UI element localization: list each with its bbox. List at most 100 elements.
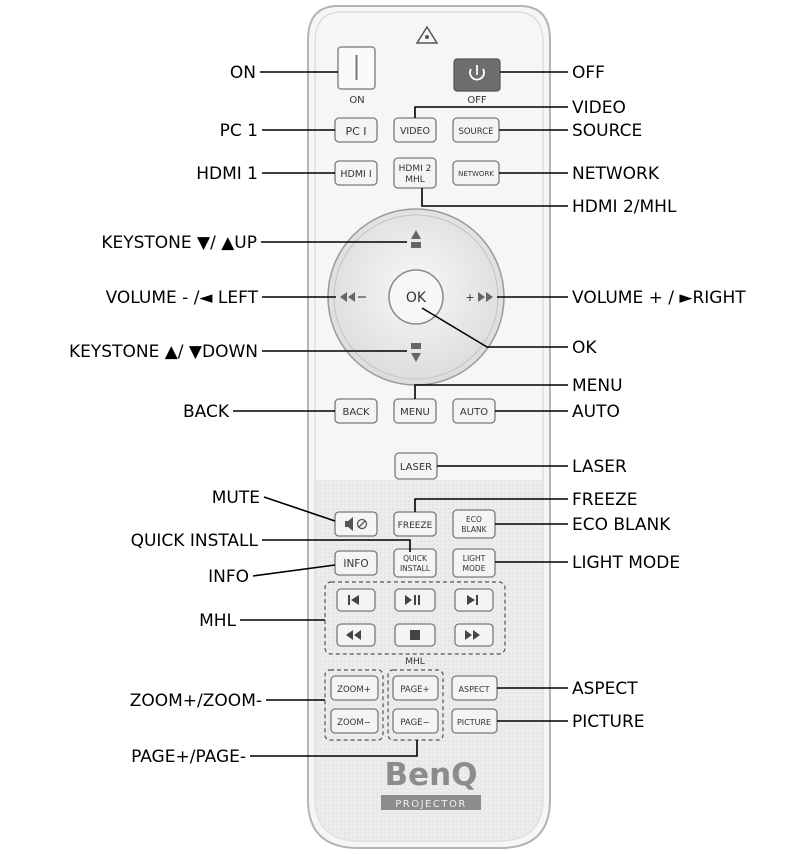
callout-aspect: ASPECT [572,679,638,699]
callout-keystone-up: KEYSTONE ▼/ ▲UP [101,233,257,253]
svg-text:ASPECT: ASPECT [459,685,490,694]
skip-previous-button[interactable] [336,588,376,612]
svg-text:BACK: BACK [342,407,370,418]
callout-pc1: PC 1 [220,121,258,141]
source-button[interactable]: SOURCE [452,117,500,143]
mhl-group: MHL [324,581,506,667]
off-button[interactable] [453,58,501,92]
quick-install-button[interactable]: QUICK INSTALL [393,548,437,578]
back-button[interactable]: BACK [334,398,378,424]
freeze-button[interactable]: FREEZE [393,511,437,537]
brand-sub-label: PROJECTOR [395,799,467,810]
stop-icon [410,630,420,640]
laser-button[interactable]: LASER [394,452,438,480]
callout-menu: MENU [572,376,623,396]
callout-on: ON [230,63,256,83]
callout-mhl: MHL [199,611,236,631]
video-button[interactable]: VIDEO [393,117,437,143]
volume-up-right-button[interactable]: + [465,291,493,304]
menu-button[interactable]: MENU [393,398,437,424]
network-button[interactable]: NETWORK [452,160,500,186]
svg-text:HDMI 2: HDMI 2 [399,164,432,174]
callout-volume-left: VOLUME - /◄ LEFT [106,288,259,308]
brand-logo: BenQ [384,757,477,793]
svg-text:MODE: MODE [463,564,486,573]
callout-laser: LASER [572,457,627,477]
pc1-button[interactable]: PC I [334,117,378,143]
page-plus-button[interactable]: PAGE+ [392,675,439,701]
play-pause-button[interactable] [394,588,436,612]
stop-button[interactable] [394,623,436,647]
rewind-icon [346,630,361,640]
power-icon [469,65,485,81]
callout-off: OFF [572,63,605,83]
rewind-button[interactable] [336,623,376,647]
svg-text:FREEZE: FREEZE [398,521,433,531]
callout-light-mode: LIGHT MODE [572,553,680,573]
svg-text:ZOOM−: ZOOM− [337,718,371,728]
svg-text:PC I: PC I [345,125,366,138]
svg-text:QUICK: QUICK [403,554,428,563]
svg-text:LIGHT: LIGHT [463,554,486,563]
keystone-down-button[interactable] [411,343,421,362]
skip-previous-icon [348,595,359,605]
svg-text:+: + [465,291,474,304]
zoom-plus-button[interactable]: ZOOM+ [330,675,379,701]
svg-text:INSTALL: INSTALL [400,564,431,573]
auto-button[interactable]: AUTO [452,398,496,424]
svg-text:PICTURE: PICTURE [457,718,491,727]
picture-button[interactable]: PICTURE [451,708,498,734]
callout-mute: MUTE [212,488,260,508]
svg-text:HDMI I: HDMI I [340,169,371,180]
callout-hdmi2: HDMI 2/MHL [572,197,677,217]
callout-eco-blank: ECO BLANK [572,515,671,535]
svg-text:PAGE−: PAGE− [400,718,429,728]
fast-forward-icon [465,630,480,640]
callout-auto: AUTO [572,402,620,422]
hdmi1-button[interactable]: HDMI I [334,160,378,186]
callout-quick-install: QUICK INSTALL [131,531,259,551]
callout-info: INFO [208,567,249,587]
svg-text:BLANK: BLANK [461,525,487,534]
ok-button[interactable]: OK [388,269,444,325]
callout-ok: OK [572,338,597,358]
info-button[interactable]: INFO [334,550,378,576]
callout-source: SOURCE [572,121,642,141]
callout-network: NETWORK [572,164,660,184]
on-sub-label: ON [349,95,364,106]
svg-text:MENU: MENU [400,407,430,418]
eco-blank-button[interactable]: ECO BLANK [452,509,496,539]
svg-text:MHL: MHL [405,175,425,185]
page-group [387,669,444,741]
laser-warning-icon [415,25,439,44]
leader-lines [233,71,568,757]
play-pause-icon [405,595,420,605]
callout-freeze: FREEZE [572,490,637,510]
callout-zoom: ZOOM+/ZOOM- [130,691,262,711]
zoom-minus-button[interactable]: ZOOM− [330,708,379,734]
mhl-group-label: MHL [405,657,425,667]
on-button[interactable] [337,46,376,90]
mute-button[interactable] [334,511,378,537]
callout-keystone-down: KEYSTONE ▲/ ▼DOWN [69,342,258,362]
callout-volume-right: VOLUME + / ►RIGHT [572,288,746,308]
aspect-button[interactable]: ASPECT [451,675,498,701]
svg-text:PAGE+: PAGE+ [400,685,429,695]
hdmi2-mhl-button[interactable]: HDMI 2 MHL [393,157,437,189]
svg-text:ECO: ECO [466,515,482,524]
svg-text:SOURCE: SOURCE [458,127,493,137]
light-mode-button[interactable]: LIGHT MODE [452,548,496,578]
skip-next-button[interactable] [454,588,494,612]
off-sub-label: OFF [467,95,487,106]
svg-text:OK: OK [406,290,427,306]
volume-down-left-button[interactable] [340,292,366,302]
mute-icon [345,517,368,531]
fast-forward-button[interactable] [454,623,494,647]
svg-text:NETWORK: NETWORK [458,170,494,178]
callout-video: VIDEO [572,98,626,118]
keystone-up-button[interactable] [411,230,421,248]
callout-page: PAGE+/PAGE- [131,747,246,767]
page-minus-button[interactable]: PAGE− [392,708,439,734]
svg-text:LASER: LASER [400,462,432,473]
